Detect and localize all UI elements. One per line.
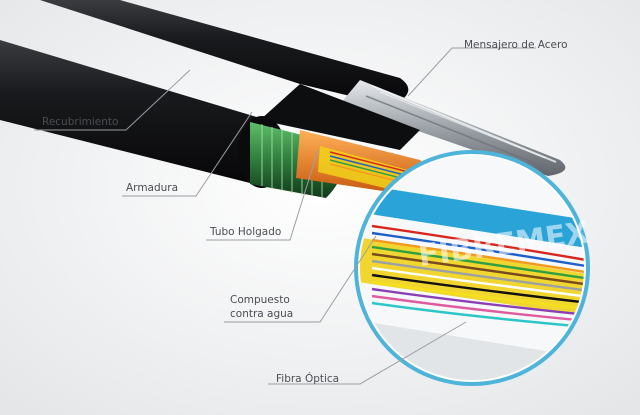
fiber-strand bbox=[371, 294, 584, 324]
magnifier-callout bbox=[354, 150, 590, 386]
fiber-strand bbox=[371, 238, 584, 276]
cable-web bbox=[260, 84, 420, 150]
label-tubo: Tubo Holgado bbox=[210, 226, 282, 238]
label-compuesto-line2: contra agua bbox=[230, 308, 294, 320]
leader-lines bbox=[34, 47, 536, 385]
optical-fibers bbox=[371, 224, 584, 330]
fiber-strand bbox=[371, 231, 584, 270]
steel-messenger-wire bbox=[340, 80, 566, 176]
fiber-strand bbox=[371, 245, 584, 282]
fiber-strand bbox=[371, 266, 584, 300]
fiber-strand bbox=[371, 252, 584, 288]
loose-tube-blue bbox=[370, 186, 584, 250]
label-mensajero: Mensajero de Acero bbox=[464, 39, 568, 51]
fiber-strand bbox=[371, 224, 584, 264]
label-fibra: Fibra Óptica bbox=[276, 373, 340, 385]
label-recubrimiento: Recubrimiento bbox=[42, 116, 119, 128]
label-compuesto-line1: Compuesto bbox=[230, 294, 290, 306]
fiber-strand bbox=[371, 259, 584, 294]
messenger-jacket bbox=[40, 0, 409, 106]
fiber-strand bbox=[371, 287, 584, 318]
fiber-strand bbox=[371, 280, 584, 312]
fiber-strand bbox=[371, 273, 584, 306]
label-armadura: Armadura bbox=[126, 182, 179, 194]
outer-jacket bbox=[0, 40, 277, 186]
fiber-strand bbox=[371, 301, 584, 330]
